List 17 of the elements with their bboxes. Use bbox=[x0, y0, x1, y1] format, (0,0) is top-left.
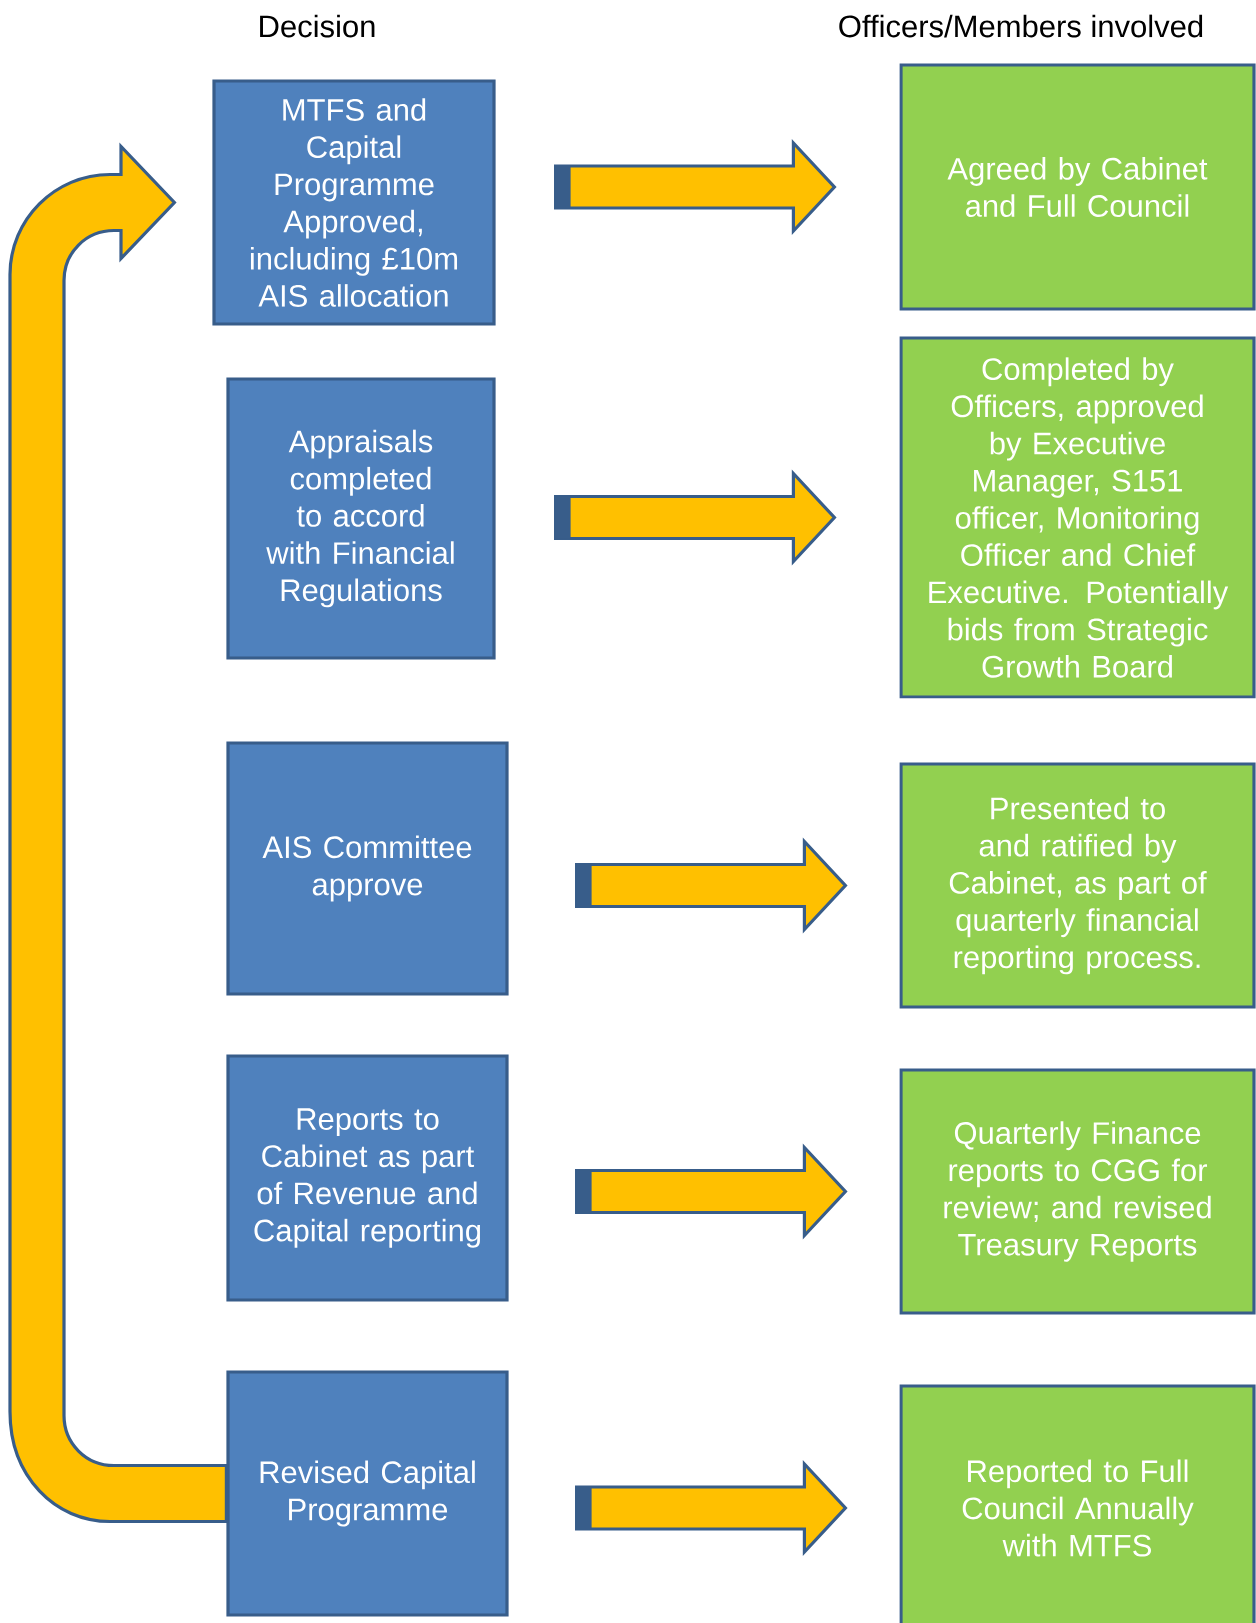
officer-box: Agreed by Cabinet and Full Council bbox=[899, 63, 1256, 311]
officer-box: Completed by Officers, approved by Executive Manager, S151 officer, Monitoring Officer and Chief Executive. Potentially bids from Strategic Growth Board bbox=[899, 336, 1256, 699]
block-arrow bbox=[554, 138, 837, 236]
curved-arrow bbox=[8, 144, 228, 1524]
decision-box: AIS Committee approve bbox=[226, 741, 509, 996]
decision-box: Revised Capital Programme bbox=[226, 1370, 509, 1617]
block-arrow bbox=[575, 837, 848, 934]
block-arrow bbox=[554, 469, 837, 566]
column-heading: Decision bbox=[260, 14, 375, 38]
block-arrow bbox=[575, 1143, 848, 1240]
officer-box: Presented to and ratified by Cabinet, as part of quarterly financial reporting process. bbox=[899, 762, 1256, 1009]
decision-box: Appraisals completed to accord with Financial Regulations bbox=[226, 377, 496, 660]
officer-box: Reported to Full Council Annually with MTFS bbox=[899, 1384, 1256, 1623]
decision-box: MTFS and Capital Programme Approved, including £10m AIS allocation bbox=[212, 79, 496, 326]
decision-box: Reports to Cabinet as part of Revenue and Capital reporting bbox=[226, 1054, 509, 1302]
block-arrow bbox=[575, 1459, 848, 1557]
officer-box: Quarterly Finance reports to CGG for review; and revised Treasury Reports bbox=[899, 1068, 1256, 1315]
